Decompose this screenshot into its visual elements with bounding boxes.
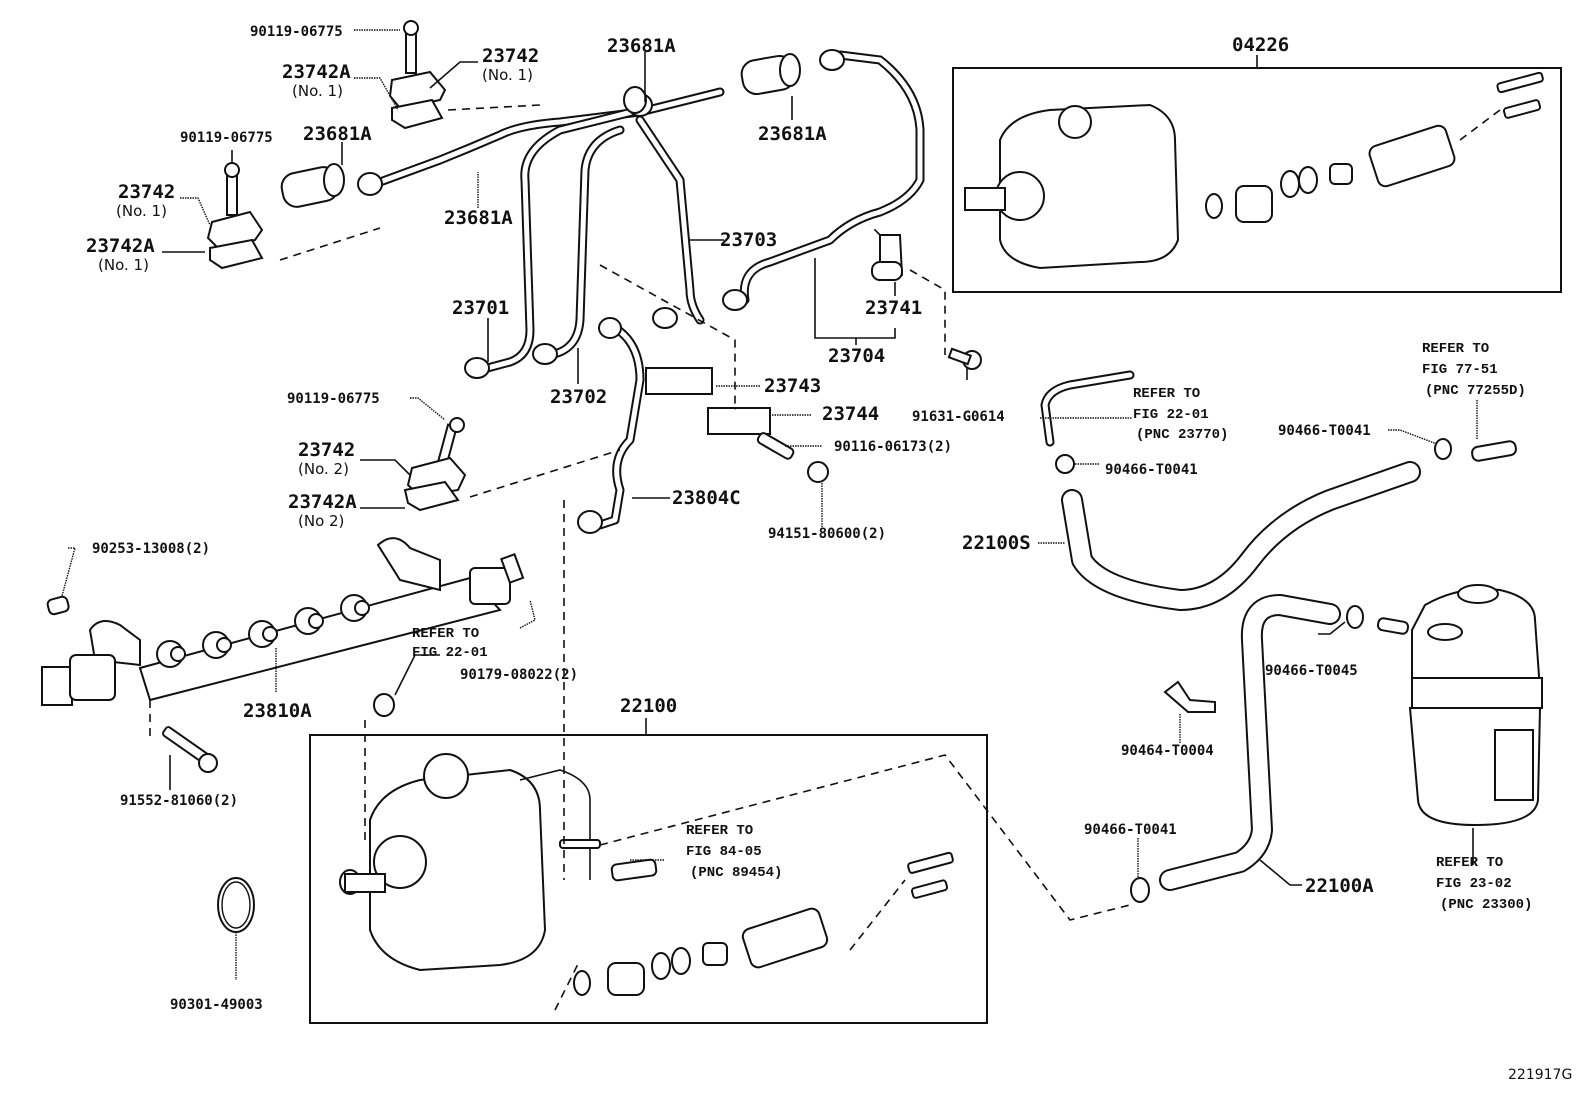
supply-pump-22100 <box>339 753 601 972</box>
label-bolt-top: 90119-06775 <box>250 24 343 40</box>
label-nut-90179: 90179-08022(2) <box>460 667 578 683</box>
leader-lines <box>61 29 1478 980</box>
label-pump-22100: 22100 <box>620 695 677 717</box>
label-stud-90116: 90116-06173(2) <box>834 439 952 455</box>
pump-22100-seal-parts <box>573 851 954 996</box>
tube-77255d-shape <box>1471 440 1517 462</box>
label-bracket-23741: 23741 <box>865 297 922 319</box>
label-bolt-left: 90119-06775 <box>180 130 273 146</box>
ref-fig-84-05: REFER TO FIG 84-05 (PNC 89454) <box>686 823 782 881</box>
clip-t0041-mid-shape <box>1055 454 1075 474</box>
nut-90179-shape <box>373 693 395 717</box>
label-clamp-23742-no2-sub: (No. 2) <box>298 460 349 478</box>
label-clip-t0041-bot: 90466-T0041 <box>1084 822 1177 838</box>
tubes-23681a <box>280 53 801 208</box>
label-rail-23810a: 23810A <box>243 700 312 722</box>
label-bolt-91552: 91552-81060(2) <box>120 793 238 809</box>
label-clip-t0041-top: 90466-T0041 <box>1278 423 1371 439</box>
label-clamp-23742a-top: 23742A <box>282 61 351 83</box>
label-clip-t0045: 90466-T0045 <box>1265 663 1358 679</box>
clip-t0041-bot-shape <box>1130 877 1150 903</box>
fuel-filter-assembly <box>1376 584 1543 827</box>
label-clip-t0041-mid: 90466-T0041 <box>1105 462 1198 478</box>
label-clamp-23742a-no2: 23742A <box>288 491 357 513</box>
stud-shape <box>756 432 795 460</box>
ref-fig-23-02: REFER TO FIG 23-02 (PNC 23300) <box>1436 855 1532 913</box>
label-clamp-23742-top-sub: (No. 1) <box>482 66 533 84</box>
label-pipe-23804c: 23804C <box>672 487 741 509</box>
ref-text-line: (PNC 89454) <box>690 865 782 881</box>
ref-text-line: REFER TO <box>1436 855 1503 871</box>
label-kit-04226: 04226 <box>1232 34 1289 56</box>
ref-text-line: FIG 77-51 <box>1422 362 1498 378</box>
nut-shape <box>807 461 829 483</box>
ref-text-line: FIG 23-02 <box>1436 876 1512 892</box>
figure-code: 221917G <box>1508 1067 1572 1083</box>
label-bolt-91631: 91631-G0614 <box>912 409 1005 425</box>
clamp-group-left <box>206 162 264 270</box>
label-clamp-23742a-left-sub: (No. 1) <box>98 256 149 274</box>
label-hose-22100a: 22100A <box>1305 875 1374 897</box>
part-labels: 90119-06775 23742 (No. 1) 23742A (No. 1)… <box>86 24 1374 1013</box>
ref-text-line: FIG 84-05 <box>686 844 762 860</box>
label-clamp-23742a-left: 23742A <box>86 235 155 257</box>
injection-pipes <box>375 50 925 530</box>
label-pipe-23704: 23704 <box>828 345 885 367</box>
clamp-group-no2 <box>403 417 467 512</box>
label-clamp-23742-left: 23742 <box>118 181 175 203</box>
pump-22100-box <box>309 734 988 1024</box>
ref-text-line: REFER TO <box>686 823 753 839</box>
ref-fig-22-01-pipe: REFER TO FIG 22-01 (PNC 23770) <box>1133 386 1228 443</box>
label-tube-left: 23681A <box>303 123 372 145</box>
label-clamp-23742-no2: 23742 <box>298 439 355 461</box>
fuel-hose-22100s <box>1061 461 1421 611</box>
label-tube-mid: 23681A <box>444 207 513 229</box>
ref-text-line: FIG 22-01 <box>1133 407 1209 423</box>
label-pipe-23703: 23703 <box>720 229 777 251</box>
ref-fig-77-51: REFER TO FIG 77-51 (PNC 77255D) <box>1422 341 1526 399</box>
ref-text-line: REFER TO <box>1133 386 1200 402</box>
label-clamp-23743: 23743 <box>764 375 821 397</box>
ref-fig-22-01-rail: REFER TO FIG 22-01 <box>412 626 488 661</box>
clip-t0004-shape <box>1163 680 1216 713</box>
label-tube-top: 23681A <box>607 35 676 57</box>
label-clip-t0004: 90464-T0004 <box>1121 743 1214 759</box>
clamp-23744-shape <box>707 407 771 435</box>
label-clamp-23742-left-sub: (No. 1) <box>116 202 167 220</box>
clamp-23743-shape <box>645 367 713 395</box>
label-clamp-23742a-no2-sub: (No 2) <box>298 512 344 530</box>
label-bolt-mid: 90119-06775 <box>287 391 380 407</box>
clip-t0041-top-shape <box>1434 438 1452 460</box>
ref-text-line: (PNC 23300) <box>1440 897 1532 913</box>
plug-90253-shape <box>46 595 70 616</box>
bracket-collar <box>871 261 903 281</box>
label-nut-94151: 94151-80600(2) <box>768 526 886 542</box>
clamp-group-top <box>388 20 447 130</box>
clip-t0045-shape <box>1346 605 1364 629</box>
label-plug-90253: 90253-13008(2) <box>92 541 210 557</box>
pump-kit-04226 <box>964 71 1544 270</box>
ref-text-line: FIG 22-01 <box>412 645 488 661</box>
label-pipe-23702: 23702 <box>550 386 607 408</box>
label-oring-90301: 90301-49003 <box>170 997 263 1013</box>
ref-text-line: REFER TO <box>412 626 479 642</box>
label-hose-22100s: 22100S <box>962 532 1031 554</box>
ref-text-line: (PNC 23770) <box>1136 427 1228 443</box>
label-pipe-23701: 23701 <box>452 297 509 319</box>
fuel-rail-23810a <box>41 537 525 706</box>
ref-text-line: (PNC 77255D) <box>1425 383 1526 399</box>
ref-text-line: REFER TO <box>1422 341 1489 357</box>
label-clamp-23742a-top-sub: (No. 1) <box>292 82 343 100</box>
fuel-hose-22100a <box>1159 594 1341 891</box>
label-clamp-23742-top: 23742 <box>482 45 539 67</box>
label-tube-right: 23681A <box>758 123 827 145</box>
label-clamp-23744: 23744 <box>822 403 879 425</box>
